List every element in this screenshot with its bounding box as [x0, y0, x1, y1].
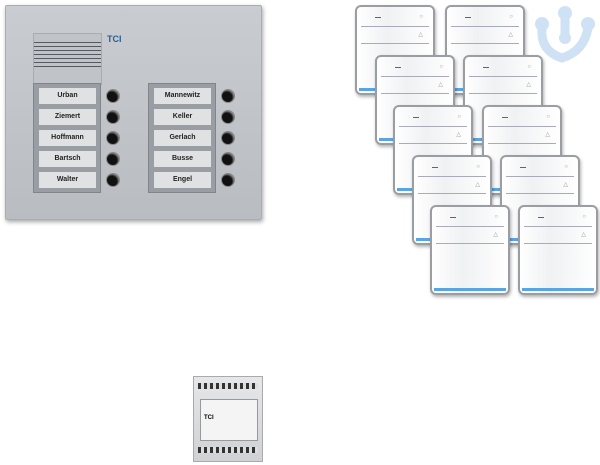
mute-row[interactable]: ○: [399, 110, 467, 127]
name-label: Walter: [39, 172, 96, 188]
call-button[interactable]: [106, 152, 120, 166]
call-button[interactable]: [221, 89, 235, 103]
mute-row[interactable]: ○: [436, 210, 504, 227]
speaker-row[interactable]: △: [418, 177, 486, 194]
call-button[interactable]: [221, 110, 235, 124]
terminal-block-bottom: [198, 447, 258, 453]
name-label: Mannewitz: [154, 88, 211, 104]
call-button[interactable]: [106, 173, 120, 187]
speaker-grille: [33, 33, 102, 85]
power-supply-label: TCI: [200, 399, 258, 441]
mute-row[interactable]: ○: [506, 160, 574, 177]
indoor-station: ○△: [430, 205, 510, 295]
indoor-station: ○△: [518, 205, 598, 295]
speaker-row[interactable]: △: [361, 27, 429, 44]
speaker-row[interactable]: △: [436, 227, 504, 244]
name-label: Busse: [154, 151, 211, 167]
name-label: Urban: [39, 88, 96, 104]
speaker-row[interactable]: △: [381, 77, 449, 94]
name-label: Bartsch: [39, 151, 96, 167]
speaker-row[interactable]: △: [469, 77, 537, 94]
speaker-row[interactable]: △: [506, 177, 574, 194]
mute-row[interactable]: ○: [469, 60, 537, 77]
call-button[interactable]: [221, 173, 235, 187]
psu-brand: TCI: [204, 415, 214, 421]
speaker-row[interactable]: △: [488, 127, 556, 144]
name-label: Hoffmann: [39, 130, 96, 146]
status-light-bar: [522, 288, 594, 291]
status-light-bar: [434, 288, 506, 291]
name-label: Gerlach: [154, 130, 211, 146]
terminal-block-top: [198, 383, 258, 389]
mute-row[interactable]: ○: [381, 60, 449, 77]
call-button[interactable]: [221, 152, 235, 166]
speaker-row[interactable]: △: [451, 27, 519, 44]
brand-logo: TCI: [107, 34, 122, 44]
speaker-row[interactable]: △: [524, 227, 592, 244]
mute-row[interactable]: ○: [488, 110, 556, 127]
name-label: Keller: [154, 109, 211, 125]
name-label: Engel: [154, 172, 211, 188]
speaker-row[interactable]: △: [399, 127, 467, 144]
mute-row[interactable]: ○: [524, 210, 592, 227]
mute-row[interactable]: ○: [418, 160, 486, 177]
call-button[interactable]: [106, 110, 120, 124]
call-button[interactable]: [106, 131, 120, 145]
name-label: Ziemert: [39, 109, 96, 125]
call-button[interactable]: [221, 131, 235, 145]
call-button[interactable]: [106, 89, 120, 103]
watermark-logo-icon: [535, 6, 595, 63]
mute-row[interactable]: ○: [361, 10, 429, 27]
mute-row[interactable]: ○: [451, 10, 519, 27]
power-supply-unit: TCI: [193, 376, 263, 462]
